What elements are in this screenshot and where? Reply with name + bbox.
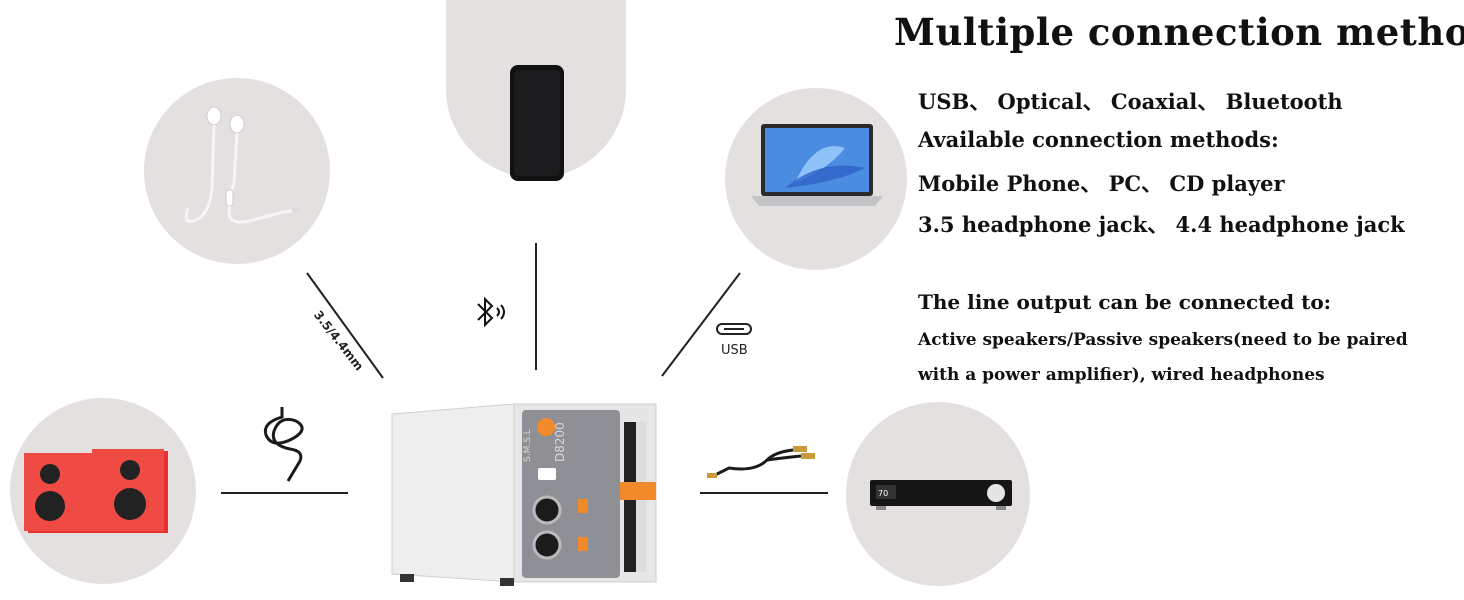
info-inputs: USB、 Optical、 Coaxial、 Bluetooth — [918, 89, 1343, 114]
line-laptop — [661, 272, 741, 377]
bluetooth-icon — [477, 296, 505, 328]
line-headphones — [306, 272, 384, 379]
info-line-output-2: with a power amplifier), wired headphone… — [918, 365, 1325, 385]
page-title: Multiple connection methods — [894, 10, 1464, 54]
laptop-icon — [751, 124, 883, 206]
info-available-heading: Available connection methods: — [918, 127, 1279, 152]
speakers-circle — [10, 398, 196, 584]
dac-brand: S.M.S.L — [523, 429, 533, 462]
usb-c-icon — [716, 323, 752, 335]
usb-label: USB — [721, 343, 748, 358]
info-jacks: 3.5 headphone jack、 4.4 headphone jack — [918, 212, 1405, 237]
rca-cable-icon — [707, 446, 815, 478]
dac-device: S.M.S.L D8200 — [388, 402, 658, 586]
info-sources: Mobile Phone、 PC、 CD player — [918, 171, 1285, 196]
laptop-circle — [725, 88, 907, 270]
cd-player-display: 70 — [878, 489, 888, 498]
dac-model: D8200 — [553, 422, 567, 462]
cd-player-circle: 70 — [846, 402, 1030, 586]
phone-circle — [446, 0, 626, 181]
info-line-output-heading: The line output can be connected to: — [918, 290, 1332, 314]
speakers-icon — [24, 449, 168, 533]
phone-icon — [510, 65, 564, 181]
cd-player-icon: 70 — [870, 480, 1012, 510]
aux-cable-icon — [263, 407, 304, 482]
earphones-icon — [184, 106, 300, 224]
earphones-circle — [144, 78, 330, 264]
info-line-output-1: Active speakers/Passive speakers(need to… — [918, 330, 1408, 350]
dac-device-body: S.M.S.L D8200 — [391, 403, 657, 586]
